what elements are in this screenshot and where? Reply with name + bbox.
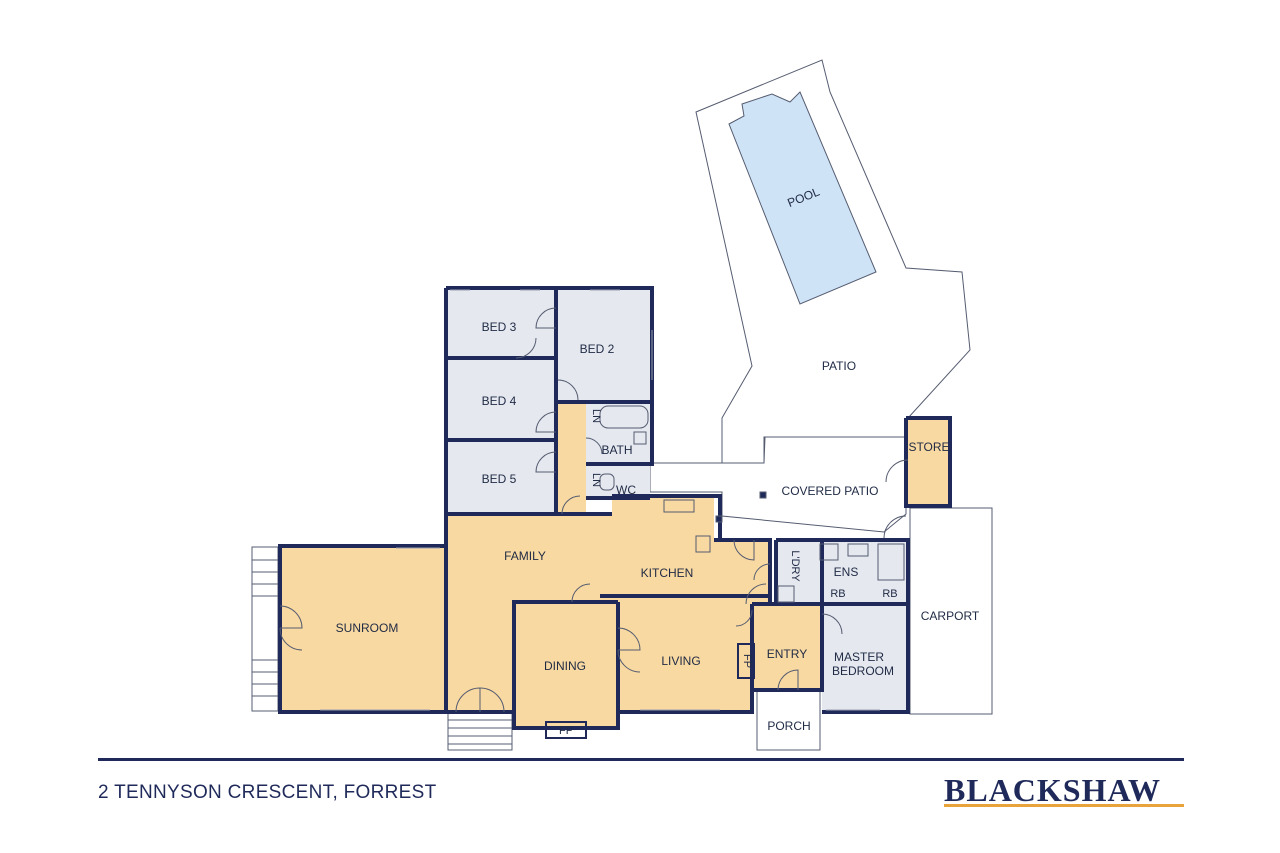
wc-label: WC — [616, 483, 636, 497]
carport-label: CARPORT — [921, 609, 980, 623]
master-fill — [822, 604, 908, 712]
family-label: FAMILY — [504, 549, 546, 563]
linen-label-1: LN — [590, 409, 602, 423]
sunroom-fill — [280, 548, 444, 712]
ensuite-label: ENS — [834, 565, 859, 579]
stairs-south — [447, 711, 513, 751]
logo-underline — [944, 804, 1184, 807]
bed4-fill — [448, 358, 556, 440]
doors — [279, 307, 909, 713]
bed5-label: BED 5 — [482, 472, 517, 486]
patio-label: PATIO — [822, 359, 856, 373]
bed5-fill — [448, 440, 556, 514]
fireplace-label-dining: FP — [559, 725, 573, 737]
entry-label: ENTRY — [767, 647, 807, 661]
fireplace-label-living: FP — [741, 654, 753, 668]
agency-logo: BLACKSHAW — [944, 772, 1162, 808]
robe-label-2: RB — [882, 588, 897, 600]
footer-divider — [98, 758, 1184, 761]
ens-fill — [822, 540, 908, 604]
pool-outline — [728, 91, 877, 305]
sunroom-label: SUNROOM — [336, 621, 399, 635]
linen-label-2: LN — [590, 473, 602, 487]
bath-label: BATH — [601, 443, 632, 457]
porch-label: PORCH — [767, 719, 810, 733]
covered-patio-label: COVERED PATIO — [782, 484, 879, 498]
covered-patio-outline — [649, 436, 907, 533]
bath-fill — [586, 402, 650, 464]
bed3-fill — [448, 290, 556, 358]
store-fill — [908, 418, 950, 506]
bed2-label: BED 2 — [580, 342, 615, 356]
family-kitchen-fill — [448, 496, 770, 728]
kitchen-label: KITCHEN — [641, 566, 694, 580]
bed4-label: BED 4 — [482, 394, 517, 408]
master-bedroom-label-1: MASTER — [834, 650, 884, 664]
wc-fill — [586, 464, 650, 498]
store-label: STORE — [908, 440, 949, 454]
ldry-fill — [776, 540, 822, 604]
walls — [278, 286, 952, 730]
bed2-fill — [556, 290, 650, 402]
fixtures — [545, 405, 905, 739]
stairs-west — [251, 546, 279, 712]
bed3-label: BED 3 — [482, 320, 517, 334]
floor-plan: POOL PATIO COVERED PATIO STORE BED 3 BED… — [251, 59, 993, 751]
living-label: LIVING — [661, 654, 700, 668]
laundry-label: L'DRY — [789, 550, 801, 582]
window-marks — [320, 289, 880, 711]
property-address: 2 TENNYSON CRESCENT, FORREST — [98, 782, 437, 803]
robe-label-1: RB — [830, 588, 845, 600]
entry-fill — [752, 604, 822, 688]
master-bedroom-label-2: BEDROOM — [832, 664, 894, 678]
hall-fill — [556, 402, 586, 514]
dining-label: DINING — [544, 659, 586, 673]
